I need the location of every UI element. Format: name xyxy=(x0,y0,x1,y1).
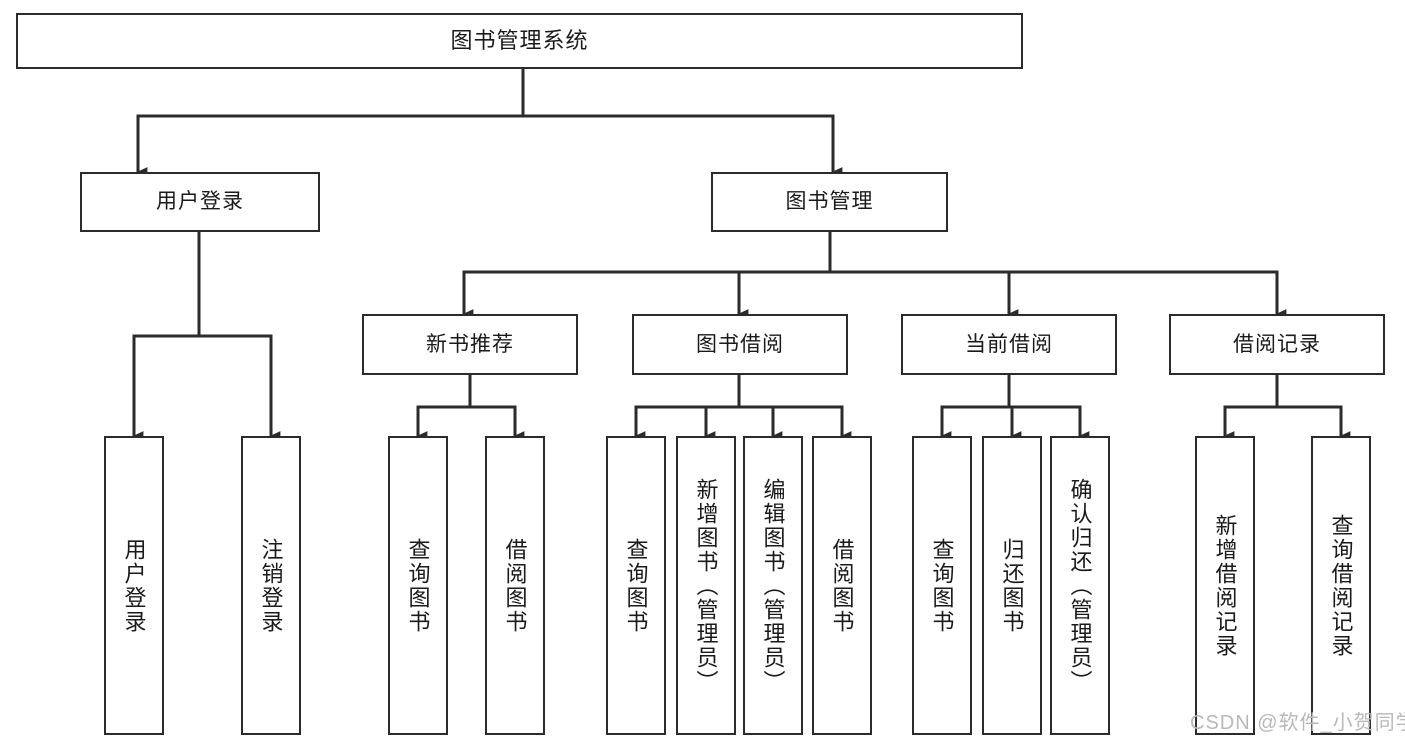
leaf-borrow-book-recommend[interactable]: 借阅图书 xyxy=(485,436,545,735)
node-label: 借阅图书 xyxy=(829,537,855,634)
node-label: 用户登录 xyxy=(121,537,147,634)
node-user-login[interactable]: 用户登录 xyxy=(80,172,320,232)
leaf-borrow-book[interactable]: 借阅图书 xyxy=(812,436,872,735)
node-borrow-record[interactable]: 借阅记录 xyxy=(1169,314,1385,375)
node-label: 借阅图书 xyxy=(502,537,528,634)
leaf-query-book-recommend[interactable]: 查询图书 xyxy=(388,436,448,735)
leaf-logout[interactable]: 注销登录 xyxy=(241,436,301,735)
leaf-query-book-current[interactable]: 查询图书 xyxy=(912,436,972,735)
node-label: 查询图书 xyxy=(405,537,431,634)
leaf-add-book-admin[interactable]: 新增图书（管理员） xyxy=(676,436,736,735)
node-new-book-recommend[interactable]: 新书推荐 xyxy=(362,314,578,375)
node-current-borrow[interactable]: 当前借阅 xyxy=(901,314,1117,375)
node-root-system[interactable]: 图书管理系统 xyxy=(16,13,1023,69)
leaf-return-book[interactable]: 归还图书 xyxy=(982,436,1042,735)
node-book-management[interactable]: 图书管理 xyxy=(711,172,948,232)
node-label: 用户登录 xyxy=(156,190,244,214)
node-label: 图书借阅 xyxy=(696,332,784,356)
node-label: 确认归还（管理员） xyxy=(1067,477,1093,694)
node-label: 查询图书 xyxy=(929,537,955,634)
node-label: 借阅记录 xyxy=(1233,332,1321,356)
node-book-borrow[interactable]: 图书借阅 xyxy=(632,314,848,375)
node-label: 编辑图书（管理员） xyxy=(760,477,786,694)
node-label: 新增图书（管理员） xyxy=(693,477,719,694)
node-label: 归还图书 xyxy=(999,537,1025,634)
node-label: 图书管理 xyxy=(785,190,874,214)
node-label: 新增借阅记录 xyxy=(1212,513,1238,658)
node-label: 查询图书 xyxy=(623,537,649,634)
leaf-edit-book-admin[interactable]: 编辑图书（管理员） xyxy=(743,436,803,735)
csdn-watermark: CSDN @软件_小贺同学 xyxy=(1190,712,1405,734)
node-label: 图书管理系统 xyxy=(450,27,589,53)
node-label: 当前借阅 xyxy=(965,332,1053,356)
leaf-query-borrow-record[interactable]: 查询借阅记录 xyxy=(1311,436,1371,735)
node-label: 新书推荐 xyxy=(426,332,514,356)
node-label: 查询借阅记录 xyxy=(1328,513,1354,658)
leaf-query-book-borrow[interactable]: 查询图书 xyxy=(606,436,666,735)
leaf-add-borrow-record[interactable]: 新增借阅记录 xyxy=(1195,436,1255,735)
leaf-confirm-return-admin[interactable]: 确认归还（管理员） xyxy=(1050,436,1110,735)
node-label: 注销登录 xyxy=(258,537,284,634)
leaf-user-login[interactable]: 用户登录 xyxy=(104,436,164,735)
